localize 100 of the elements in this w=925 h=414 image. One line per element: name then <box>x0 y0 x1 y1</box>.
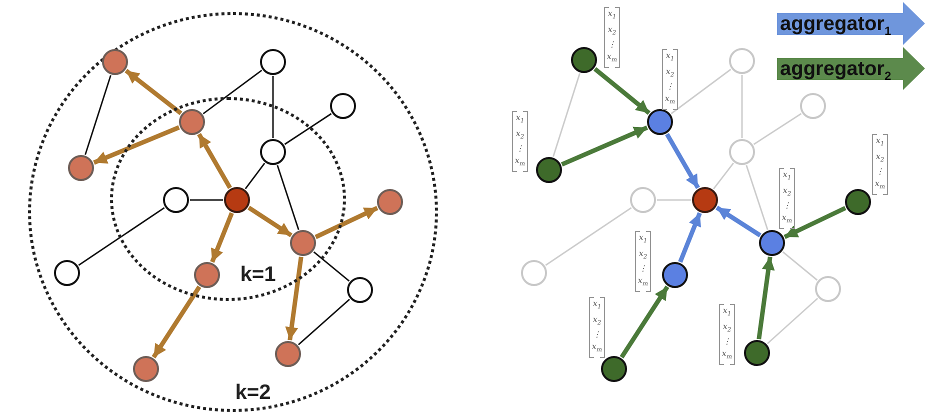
arrow <box>716 206 762 238</box>
vector-entry: x$_{1}$ <box>592 298 602 313</box>
vector-entry: x$_{2}$ <box>638 248 648 262</box>
graph-node <box>163 187 189 213</box>
graph-edge <box>552 73 580 157</box>
vector-entry: x$_{2}$ <box>874 150 886 166</box>
graph-edge <box>298 298 350 346</box>
vector-entry: ⋮ <box>638 263 648 276</box>
graph-node <box>662 262 688 288</box>
vector-entry: x$_{1}$ <box>606 8 618 23</box>
vector-entry: x$_{m}$ <box>636 275 650 290</box>
vector-entry: x$_{m}$ <box>664 93 676 108</box>
vector-entry: x$_{1}$ <box>638 232 648 247</box>
vector-entry: ⋮ <box>607 39 617 52</box>
vector-entry: x$_{m}$ <box>874 178 886 193</box>
vector-entry: ⋮ <box>515 143 525 156</box>
vector-entry: x$_{m}$ <box>606 51 618 66</box>
legend-label: aggregator$_{2}$ <box>780 58 892 85</box>
graph-node <box>744 340 770 366</box>
hop-label: k=2 <box>235 381 271 405</box>
vector-entry: x$_{1}$ <box>722 305 732 320</box>
graph-node <box>377 189 403 215</box>
graph-node <box>290 230 316 256</box>
graph-node <box>571 47 597 73</box>
vector-entry: x$_{m}$ <box>514 155 526 170</box>
graph-edge <box>766 298 818 344</box>
graph-node <box>815 276 841 302</box>
graph-node <box>647 109 673 135</box>
graph-node <box>54 260 80 286</box>
graph-edge <box>657 199 691 201</box>
graph-edge <box>84 75 112 155</box>
graph-node <box>330 93 356 119</box>
graph-node <box>194 262 220 288</box>
graph-node <box>692 187 718 213</box>
vector-entry: ⋮ <box>782 200 792 212</box>
graph-edge <box>746 165 768 230</box>
graph-node <box>133 356 159 382</box>
graph-node <box>224 187 250 213</box>
vector-entry: x$_{1}$ <box>782 169 792 184</box>
arrow <box>248 206 292 238</box>
graph-node <box>102 49 128 75</box>
graph-node <box>68 155 94 181</box>
graph-edge <box>753 112 802 146</box>
graph-edge <box>741 75 743 138</box>
graph-edge <box>782 251 818 281</box>
graph-node <box>845 189 871 215</box>
graph-edge <box>712 162 734 190</box>
vector-entry: x$_{1}$ <box>664 50 676 65</box>
graph-node <box>260 49 286 75</box>
graph-edge <box>545 207 632 266</box>
vector-entry: x$_{m}$ <box>590 341 604 356</box>
vector-entry: x$_{m}$ <box>720 348 734 363</box>
arrow <box>314 206 378 240</box>
graph-node <box>179 109 205 135</box>
vector-entry: x$_{2}$ <box>722 320 732 336</box>
vector-entry: x$_{2}$ <box>782 184 792 200</box>
graph-edge <box>190 199 223 201</box>
arrow <box>678 212 702 263</box>
graph-node <box>729 48 755 74</box>
graph-node <box>729 139 755 165</box>
graph-node <box>630 187 656 213</box>
arrow <box>124 68 182 116</box>
arrow <box>593 67 651 115</box>
graph-edge <box>313 251 350 282</box>
graph-edge <box>244 162 266 190</box>
vector-entry: ⋮ <box>592 329 602 342</box>
arrow <box>620 286 670 358</box>
vector-entry: x$_{1}$ <box>874 135 886 150</box>
arrow <box>210 212 234 263</box>
arrow <box>152 286 202 358</box>
graph-node <box>800 93 826 119</box>
vector-entry: x$_{2}$ <box>664 66 676 80</box>
graph-edge <box>202 70 262 114</box>
vector-entry: x$_{1}$ <box>514 112 526 127</box>
vector-entry: x$_{m}$ <box>780 212 794 227</box>
legend-label: aggregator$_{1}$ <box>780 13 892 40</box>
graph-node <box>536 157 562 183</box>
arrow <box>560 126 648 166</box>
arrow <box>665 133 700 189</box>
graph-node <box>521 260 547 286</box>
graph-node <box>347 277 373 303</box>
arrow <box>197 133 232 189</box>
graph-edge <box>272 76 274 138</box>
graph-edge <box>670 68 732 114</box>
hop-label: k=1 <box>240 263 276 287</box>
arrow <box>784 206 846 239</box>
graph-edge <box>276 165 300 230</box>
vector-entry: x$_{2}$ <box>514 128 526 142</box>
dotted-ring <box>28 12 438 412</box>
arrow <box>285 256 304 340</box>
vector-entry: ⋮ <box>722 336 732 348</box>
vector-entry: x$_{2}$ <box>606 24 618 38</box>
arrow <box>93 125 180 165</box>
vector-entry: x$_{2}$ <box>592 314 602 328</box>
graph-node <box>601 356 627 382</box>
graph-edge <box>78 207 165 266</box>
dotted-ring <box>110 97 346 301</box>
vector-entry: ⋮ <box>875 166 885 178</box>
graph-edge <box>284 113 332 145</box>
graph-node <box>275 341 301 367</box>
